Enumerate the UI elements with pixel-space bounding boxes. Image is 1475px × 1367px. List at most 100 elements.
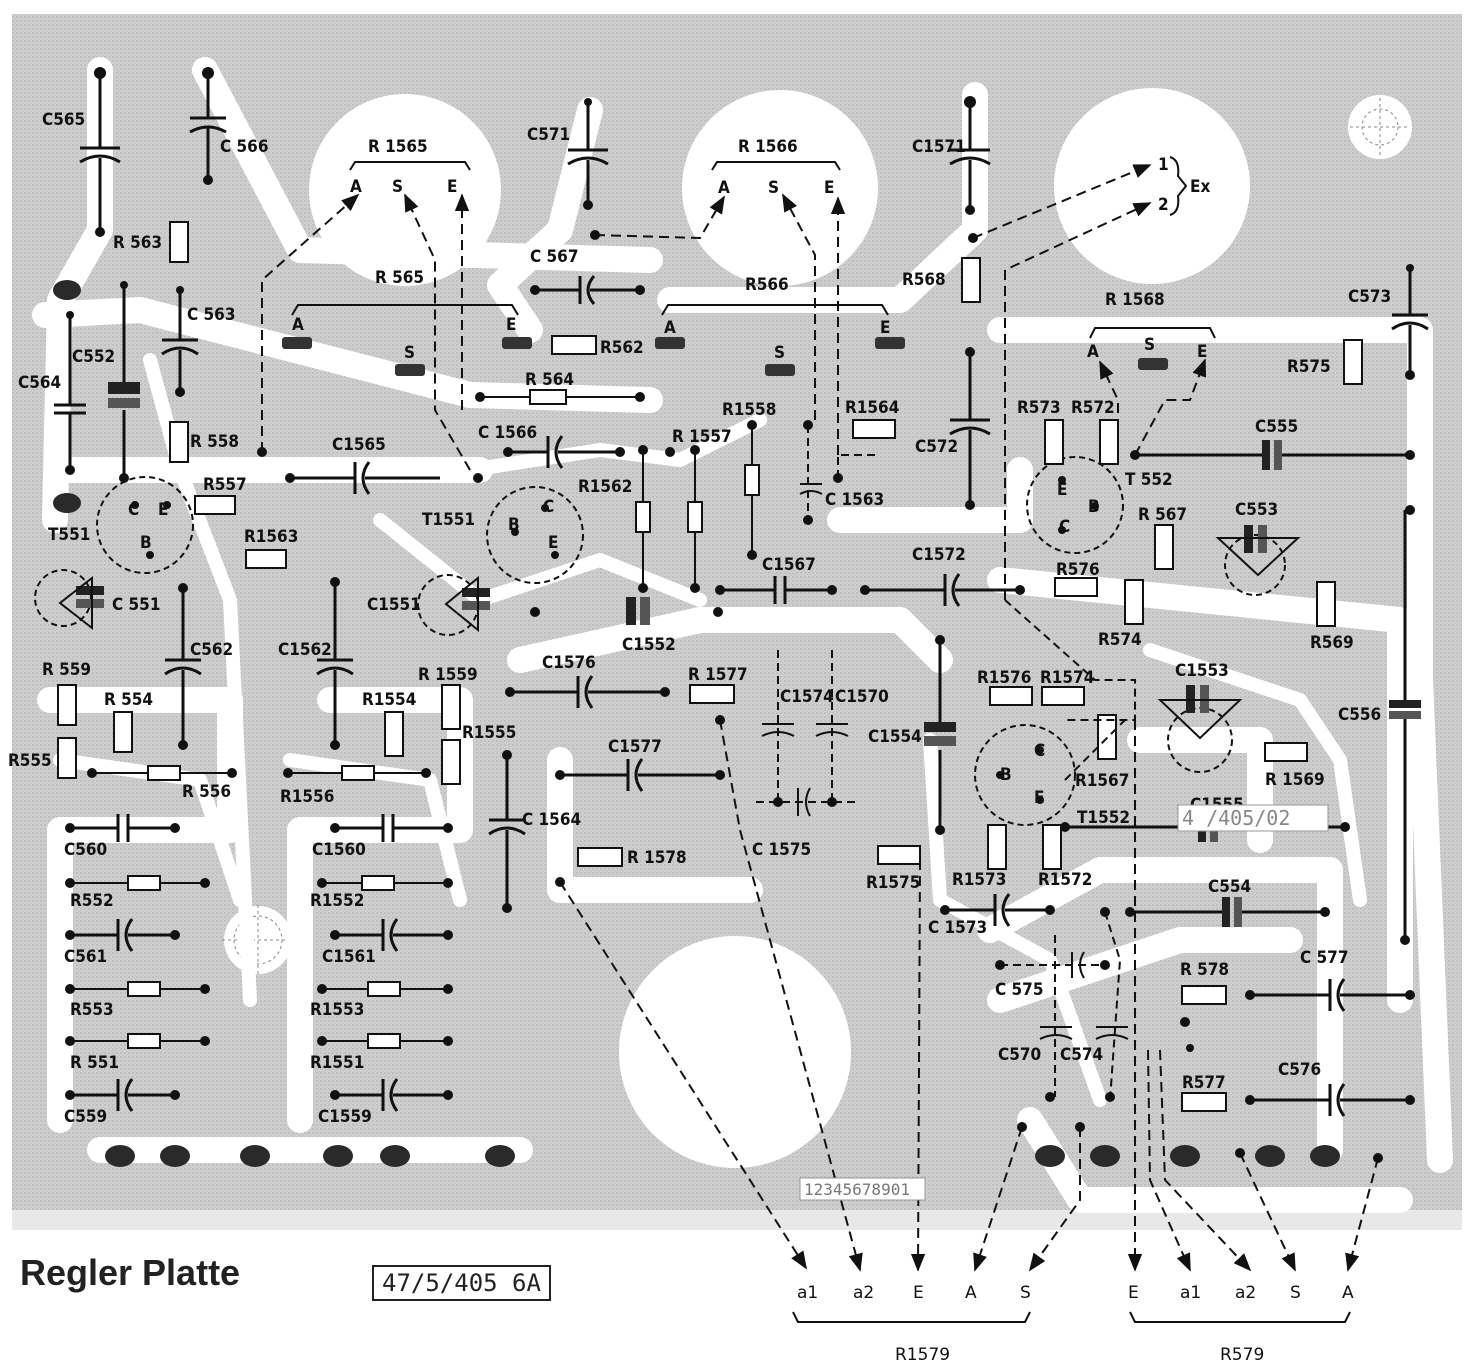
label-r554: R 554 <box>104 690 153 710</box>
label-r1573: R1573 <box>952 870 1006 890</box>
label-r577: R577 <box>1182 1073 1226 1093</box>
label-r567: R 567 <box>1138 505 1187 525</box>
label-t1552: T1552 <box>1077 808 1130 828</box>
t1551-b: B <box>508 515 520 535</box>
label-c1566: C 1566 <box>478 423 537 443</box>
label-c559: C559 <box>64 1107 107 1127</box>
label-c572: C572 <box>915 437 958 457</box>
label-r568: R568 <box>902 270 946 290</box>
pin-ex-label: Ex <box>1190 177 1210 197</box>
pin-r1568-a: A <box>1087 342 1099 362</box>
label-c1561: C1561 <box>322 947 376 967</box>
label-c1553: C1553 <box>1175 661 1229 681</box>
label-r1574: R1574 <box>1040 668 1094 688</box>
r1579-pin-a: A <box>965 1283 977 1303</box>
pin-ex-2: 2 <box>1158 195 1169 215</box>
label-c1560: C1560 <box>312 840 366 860</box>
mount-hole-bottom <box>619 936 851 1168</box>
board-code: 47/5/405 6A <box>372 1265 551 1301</box>
page-title: Regler Platte <box>20 1252 241 1293</box>
label-c551: C 551 <box>112 595 160 615</box>
label-r551: R 551 <box>70 1053 119 1073</box>
pin-r1566-s: S <box>768 178 779 198</box>
label-c1559: C1559 <box>318 1107 372 1127</box>
label-c1576: C1576 <box>542 653 596 673</box>
label-r552: R552 <box>70 891 114 911</box>
label-c1565: C1565 <box>332 435 386 455</box>
pin-r1565-a: A <box>350 177 362 197</box>
r579-name: R579 <box>1220 1345 1264 1365</box>
label-t551: T551 <box>48 525 90 545</box>
r1579-name: R1579 <box>895 1345 950 1365</box>
label-r1557: R 1557 <box>672 427 732 447</box>
label-c556: C556 <box>1338 705 1381 725</box>
mount-hole-left <box>309 94 501 286</box>
label-r556: R 556 <box>182 782 231 802</box>
label-c1551: C1551 <box>367 595 421 615</box>
label-c552: C552 <box>72 347 115 367</box>
label-r1576: R1576 <box>977 668 1031 688</box>
label-c1554: C1554 <box>868 727 922 747</box>
label-c575: C 575 <box>995 980 1043 1000</box>
label-r565: R 565 <box>375 268 424 288</box>
label-r1552: R1552 <box>310 891 364 911</box>
label-c554: C554 <box>1208 877 1251 897</box>
pin-r565-e: E <box>506 315 516 335</box>
t551-e: E <box>158 500 168 520</box>
pin-r566-a: A <box>664 318 676 338</box>
t1551-outline <box>486 486 584 584</box>
pin-r565-s: S <box>404 343 415 363</box>
label-c561: C561 <box>64 947 107 967</box>
label-r1553: R1553 <box>310 1000 364 1020</box>
label-r575: R575 <box>1287 357 1331 377</box>
label-c571: C571 <box>527 125 570 145</box>
label-c1575: C 1575 <box>752 840 811 860</box>
label-r1575: R1575 <box>866 873 920 893</box>
label-r562: R562 <box>600 338 644 358</box>
label-r1556: R1556 <box>280 787 334 807</box>
pin-r565-a: A <box>292 315 304 335</box>
label-c574: C574 <box>1060 1045 1103 1065</box>
label-r563: R 563 <box>113 233 162 253</box>
label-r1572: R1572 <box>1038 870 1092 890</box>
t1552-b: B <box>1000 765 1012 785</box>
t552-outline <box>1026 456 1124 554</box>
t1552-outline <box>974 724 1076 826</box>
r1579-pin-a2: a2 <box>853 1283 874 1303</box>
label-r559: R 559 <box>42 660 91 680</box>
label-r576: R576 <box>1056 560 1100 580</box>
label-c577: C 577 <box>1300 948 1348 968</box>
label-r578: R 578 <box>1180 960 1229 980</box>
label-c565: C565 <box>42 110 85 130</box>
label-c567: C 567 <box>530 247 578 267</box>
label-c570: C570 <box>998 1045 1041 1065</box>
r1579-pin-a1: a1 <box>797 1283 818 1303</box>
t552-e: E <box>1057 480 1067 500</box>
label-c576: C576 <box>1278 1060 1321 1080</box>
label-c1573: C 1573 <box>928 918 987 938</box>
label-r1569: R 1569 <box>1265 770 1325 790</box>
t551-c: C <box>128 500 139 520</box>
label-c563: C 563 <box>187 305 235 325</box>
t1551-e: E <box>548 533 558 553</box>
label-r564: R 564 <box>525 370 574 390</box>
label-r573: R573 <box>1017 398 1061 418</box>
t551-b: B <box>140 533 152 553</box>
pin-ex-1: 1 <box>1158 155 1169 175</box>
label-r1554: R1554 <box>362 690 416 710</box>
label-c573: C573 <box>1348 287 1391 307</box>
label-r557: R557 <box>203 475 247 495</box>
label-c1574: C1574 <box>780 687 834 707</box>
label-r1566: R 1566 <box>738 137 798 157</box>
label-r1578: R 1578 <box>627 848 687 868</box>
t1551-c: C <box>543 497 554 517</box>
r1579-pin-s: S <box>1020 1283 1031 1303</box>
label-r555: R555 <box>8 751 52 771</box>
pin-r1568-e: E <box>1197 342 1207 362</box>
r579-pin-a2: a2 <box>1235 1283 1256 1303</box>
mount-hole-middle <box>682 90 878 286</box>
label-r558: R 558 <box>190 432 239 452</box>
label-r572: R572 <box>1071 398 1115 418</box>
r579-pin-a: A <box>1342 1283 1354 1303</box>
